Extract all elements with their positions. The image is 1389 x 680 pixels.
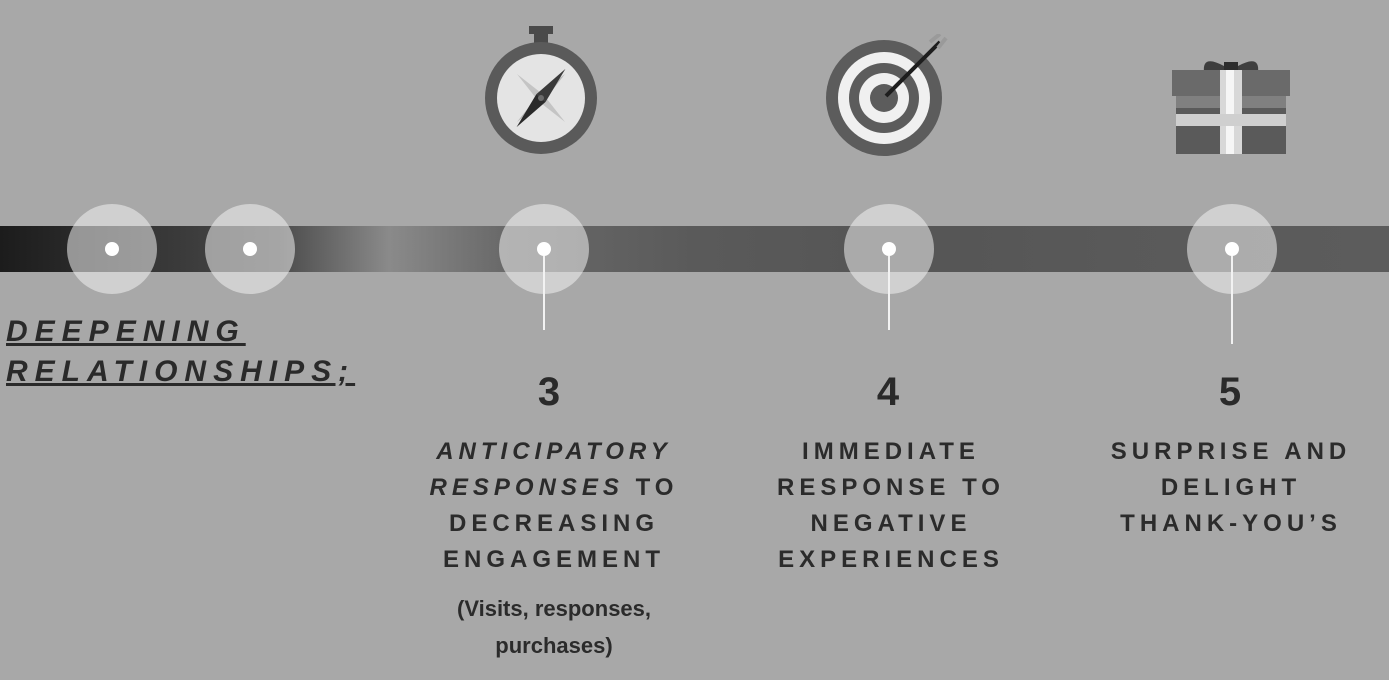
gift-icon [1172,61,1290,154]
step-3-line4: ENGAGEMENT [442,546,665,573]
step-number-4: 4 [876,370,900,414]
step-number-3: 3 [537,370,561,414]
step-4-line2: RESPONSE TO [777,474,1005,501]
step-number-5: 5 [1218,370,1242,414]
step-3-note-line2: purchases) [495,633,613,658]
section-title-line1: DEEPENING [6,315,246,348]
step-3-line2-italic: RESPONSES [429,474,624,501]
step-5-line3: THANK-YOU’S [1120,510,1342,537]
node-dot [1225,242,1239,256]
connector-line [543,256,545,330]
node-dot [537,242,551,256]
node-dot [243,242,257,256]
timeline-node-1 [67,204,157,294]
section-title-line2: RELATIONSHIPS; [6,355,356,388]
step-5-line1: SURPRISE AND [1110,438,1352,465]
target-icon [826,34,948,156]
step-3-line2: RESPONSES TO [430,470,679,506]
step-3-line3: DECREASING [448,510,660,537]
step-3-note: (Visits, responses, purchases) [457,590,651,664]
step-3-line2-rest: TO [635,474,679,501]
step-3-note-line1: (Visits, responses, [456,596,652,621]
node-dot [105,242,119,256]
step-5-description: SURPRISE AND DELIGHT THANK-YOU’S [1111,434,1351,542]
step-3-description: ANTICIPATORY RESPONSES TO DECREASING ENG… [430,434,679,578]
timeline-node-2 [205,204,295,294]
step-5-line2: DELIGHT [1160,474,1302,501]
compass-icon [485,26,597,154]
step-4-description: IMMEDIATE RESPONSE TO NEGATIVE EXPERIENC… [777,434,1005,578]
connector-line [888,256,890,330]
connector-line [1231,256,1233,344]
step-4-line3: NEGATIVE [810,510,972,537]
node-dot [882,242,896,256]
step-3-line1: ANTICIPATORY [436,438,672,465]
section-title: DEEPENING RELATIONSHIPS; [6,312,355,392]
step-4-line4: EXPERIENCES [778,546,1004,573]
step-4-line1: IMMEDIATE [802,438,980,465]
